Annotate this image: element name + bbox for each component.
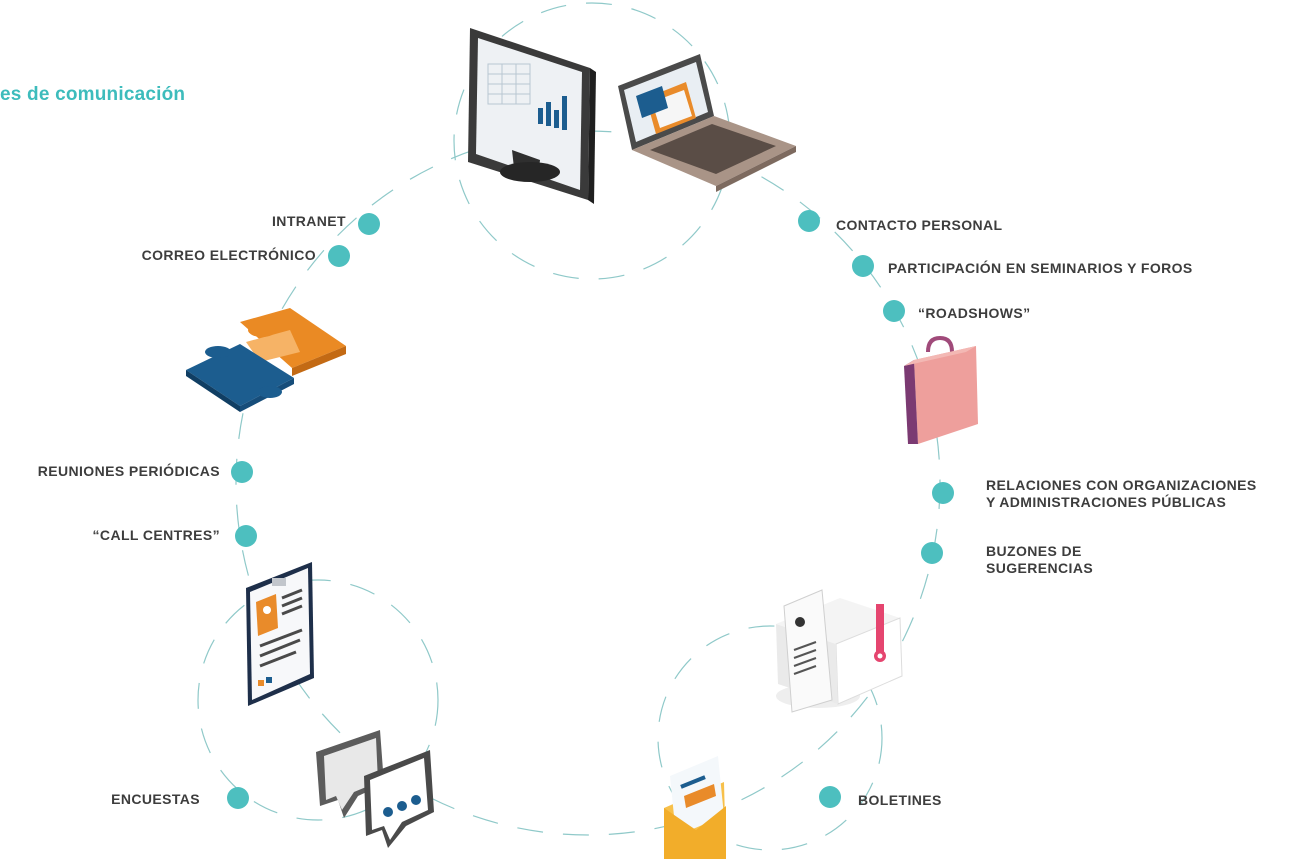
label-encuestas: ENCUESTAS	[111, 791, 200, 807]
dot-reuniones	[231, 461, 253, 483]
bottom-left-dashed-ring	[197, 579, 439, 821]
dot-roadshows	[883, 300, 905, 322]
label-correo-electronico: CORREO ELECTRÓNICO	[141, 247, 316, 263]
label-boletines: BOLETINES	[858, 792, 942, 808]
dot-relaciones	[932, 482, 954, 504]
dot-buzones	[921, 542, 943, 564]
laptop-icon	[618, 54, 796, 192]
bottom-right-dashed-ring	[657, 625, 883, 851]
newsletter-envelope-icon	[664, 756, 726, 859]
speech-bubbles-icon	[316, 730, 434, 848]
label-relaciones-line1: RELACIONES CON ORGANIZACIONES	[986, 477, 1257, 493]
dot-encuestas	[227, 787, 249, 809]
label-roadshows: “ROADSHOWS”	[918, 305, 1031, 321]
label-buzones-line2: SUGERENCIAS	[986, 560, 1094, 576]
dot-correo	[328, 245, 350, 267]
mailbox-icon	[776, 589, 903, 713]
main-dashed-ring	[235, 130, 941, 836]
briefcase-icon	[904, 335, 978, 444]
label-relaciones-organizaciones: RELACIONES CON ORGANIZACIONES Y ADMINIST…	[986, 477, 1257, 511]
dot-callcentres	[235, 525, 257, 547]
puzzle-icon	[186, 308, 346, 412]
label-seminarios-foros: PARTICIPACIÓN EN SEMINARIOS Y FOROS	[888, 260, 1193, 276]
desktop-monitor-icon	[468, 28, 596, 204]
dot-intranet	[358, 213, 380, 235]
page-title: es de comunicación	[0, 84, 186, 105]
dot-contacto	[798, 210, 820, 232]
dot-boletines	[819, 786, 841, 808]
label-contacto-personal: CONTACTO PERSONAL	[836, 217, 1003, 233]
label-buzones-line1: BUZONES DE	[986, 543, 1082, 559]
dot-seminarios	[852, 255, 874, 277]
label-buzones-sugerencias: BUZONES DE SUGERENCIAS	[986, 543, 1093, 577]
clipboard-resume-icon	[246, 562, 314, 706]
label-call-centres: “CALL CENTRES”	[92, 527, 220, 543]
label-relaciones-line2: Y ADMINISTRACIONES PÚBLICAS	[986, 494, 1227, 510]
label-intranet: INTRANET	[272, 213, 346, 229]
label-reuniones-periodicas: REUNIONES PERIÓDICAS	[37, 463, 220, 479]
